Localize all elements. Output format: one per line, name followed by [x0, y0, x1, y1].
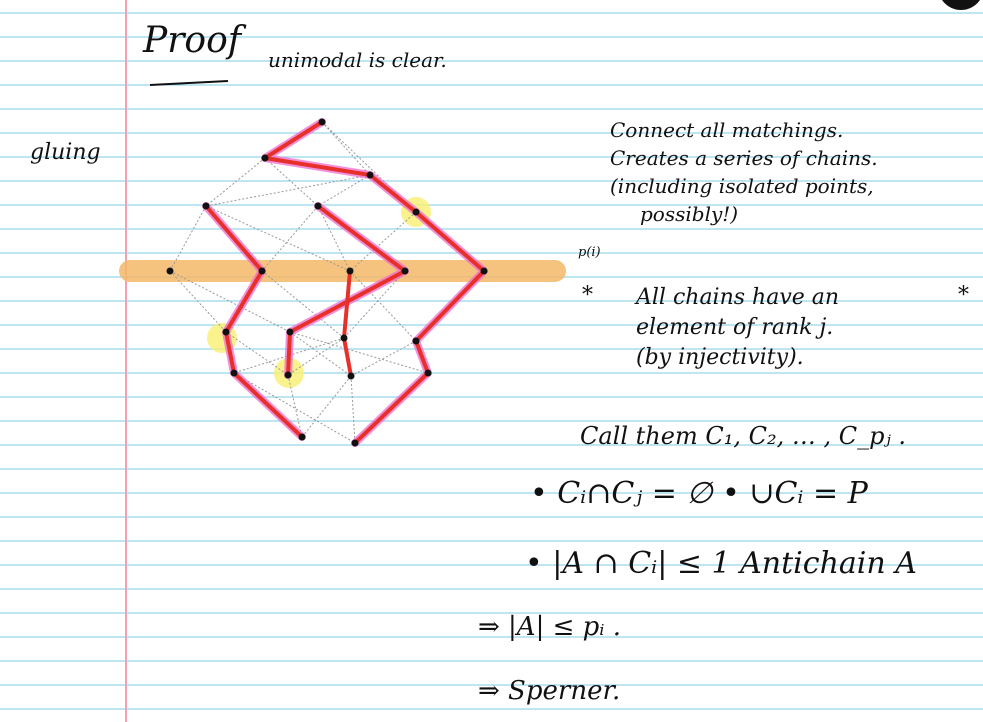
claim-line: All chains have an [636, 285, 840, 310]
chain-1 [263, 120, 486, 445]
vertex [346, 267, 354, 275]
chains [204, 120, 486, 445]
vertex [314, 202, 322, 210]
vertex [261, 154, 269, 162]
chain-2 [204, 204, 304, 439]
vertex [230, 369, 238, 377]
vertex [412, 208, 420, 216]
vertex [202, 202, 210, 210]
claim-marker: * [582, 283, 593, 308]
corner-blot [938, 0, 983, 10]
vertex [166, 267, 174, 275]
vertex [286, 328, 294, 336]
heading-remark: unimodal is clear. [268, 48, 447, 72]
conclusion: ⇒ Sperner. [478, 676, 621, 706]
proof-heading: Proof [143, 20, 242, 61]
chain-notes: Connect all matchings. Creates a series … [610, 116, 878, 228]
vertex [412, 337, 420, 345]
vertex [318, 118, 326, 126]
claim-line: (by injectivity). [636, 345, 804, 370]
vertex [298, 433, 306, 441]
poset-diagram [119, 118, 566, 447]
rank-label: p(i) [578, 245, 601, 260]
vertex [366, 171, 374, 179]
antichain-formula: • |A ∩ Cᵢ| ≤ 1 Antichain A [525, 546, 917, 581]
vertex [222, 328, 230, 336]
chain-4 [342, 269, 353, 378]
hasse-edges [169, 121, 485, 444]
claim-line: element of rank j. [636, 315, 834, 340]
claim-text: All chains have an element of rank j. (b… [636, 283, 839, 373]
vertex [347, 372, 355, 380]
vertex [340, 334, 348, 342]
poset-vertices [166, 118, 488, 447]
vertex [284, 371, 292, 379]
margin-note: gluing [30, 140, 101, 165]
chains-naming: Call them C₁, C₂, … , C_pⱼ . [580, 422, 907, 450]
partition-formula: • Cᵢ∩Cⱼ = ∅ • ∪Cᵢ = P [530, 476, 868, 511]
note-line: (including isolated points, [610, 174, 874, 198]
note-line: Creates a series of chains. [610, 146, 878, 170]
vertex [401, 267, 409, 275]
note-line: Connect all matchings. [610, 118, 844, 142]
vertex [351, 439, 359, 447]
bound-formula: ⇒ |A| ≤ pᵢ . [478, 612, 622, 642]
vertex [258, 267, 266, 275]
claim-marker: * [958, 283, 969, 308]
note-line: possibly!) [640, 202, 739, 226]
vertex [480, 267, 488, 275]
vertex [424, 369, 432, 377]
